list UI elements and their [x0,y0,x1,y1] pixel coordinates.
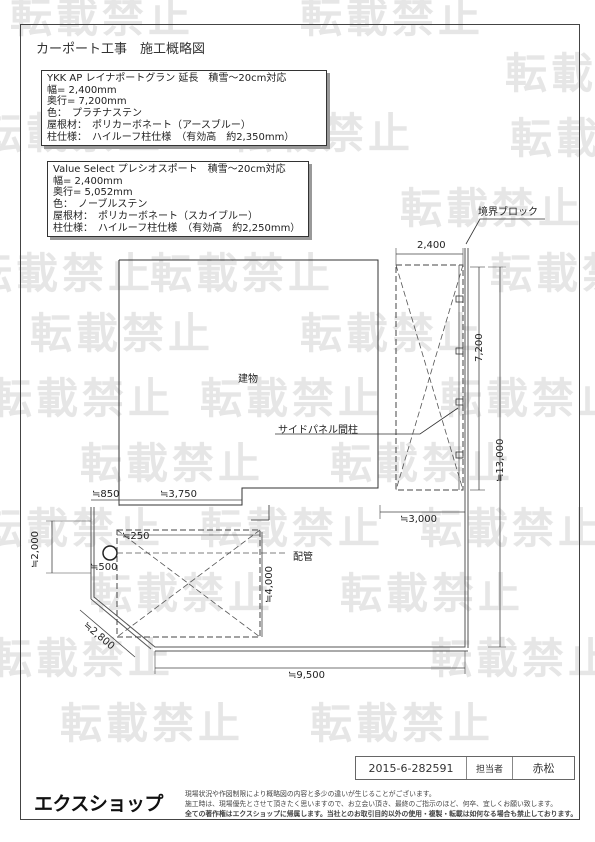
carport-2-cross [116,529,261,638]
dim-label-2400: 2,400 [417,240,446,251]
spec2-line: 屋根材： ポリカーボネート（スカイブルー） [53,210,258,222]
carport-2-cross [116,529,261,638]
watermark-text: 転載禁止 [510,114,595,163]
watermark-text: 転載禁止 [90,569,275,618]
company-logo: エクスショップ [34,793,163,815]
dim-label-13000: ≒13,000 [495,438,506,482]
watermark-text: 転載禁止 [200,504,385,553]
carport-spec-box-2: Value Select プレシオスポート 積雪～20cm対応 幅= 2,400… [47,161,309,238]
carport-2-roof [116,529,261,638]
watermark-text: 転載禁止 [340,569,525,618]
spec2-line: Value Select プレシオスポート 積雪～20cm対応 [53,164,286,175]
spec1-line: 屋根材： ポリカーボネート（アースブルー） [47,119,251,131]
watermark-text: 転載禁止 [505,49,595,98]
dim-label-3750: ≒3,750 [160,489,198,500]
dim-label-850: ≒850 [92,489,120,500]
watermark-text: 転載禁止 [0,634,175,683]
dim-label-9500: ≒9,500 [288,670,326,681]
carport-1-post [455,295,464,303]
side-panel-leader [275,407,459,435]
boundary-block-leader [465,218,545,245]
dim-line [79,609,136,658]
watermark-text: 転載禁止 [30,309,215,358]
carport-2 [116,529,261,638]
carport-1-roof [395,264,464,491]
spec1-line: 柱仕様： ハイルーフ柱仕様 （有効高 約2,350mm） [47,131,295,143]
watermark-text: 転載禁止 [330,439,515,488]
watermark-text: 転載禁止 [150,249,335,298]
building-label: 建物 [238,374,258,385]
side-panel-post-label: サイドパネル間柱 [278,425,358,436]
footer-note: 現場状況や作図制限により概略図の内容と多少の違いが生じることがございます。 [185,790,436,798]
footer-note: 施工時は、現場優先とさせて頂きたく思いますので、お立会い頂き、最終のご指示のほど… [185,800,558,808]
person-in-charge-label: 担当者 [467,757,513,779]
spec2-line: 奥行= 5,052mm [53,187,133,199]
dim-label-4000: ≒4,000 [264,565,275,603]
person-in-charge: 赤松 [532,762,555,775]
watermark-text: 転載禁止 [60,699,245,748]
carport-1-post [455,398,464,406]
document-number: 2015-6-282591 [356,757,467,779]
watermark-text: 転載禁止 [0,504,165,553]
watermark-text: 転載禁止 [0,249,155,298]
dim-label-2000: ≒2,000 [30,530,41,568]
piping-label: 配管 [293,552,313,563]
dim-label-500: ≒500 [90,562,118,573]
pipe-icon [102,545,118,561]
watermark-text: 転載禁止 [310,699,495,748]
spec2-line: 柱仕様： ハイルーフ柱仕様 （有効高 約2,250mm） [53,222,301,234]
watermark-text: 転載禁止 [400,184,585,233]
watermark-text: 転載禁止 [80,439,265,488]
watermark-text: 転載禁止 [300,309,485,358]
carport-1 [395,264,464,491]
boundary-line [93,248,466,648]
watermark-text: 転載禁止 [10,0,195,42]
watermark-text: 転載禁止 [300,0,485,42]
watermark-text: 転載禁止 [440,374,595,423]
spec2-line: 色： ノーブルステン [53,199,148,211]
boundary-block-label: 境界ブロック [478,207,538,218]
watermark-text: 転載禁止 [490,249,595,298]
carport-spec-box-1: YKK AP レイナポートグラン 延長 積雪～20cm対応 幅= 2,400mm… [41,70,327,147]
dim-label-250: ≒250 [122,531,150,542]
carport-1-post [455,347,464,355]
carport-1-post [455,451,464,459]
title-block: 2015-6-282591 担当者 赤松 [355,756,575,780]
watermark-text: 転載禁止 [430,634,595,683]
dim-label-7200: 7,200 [474,333,485,362]
drawing-title: カーポート工事 施工概略図 [36,42,206,57]
spec2-line: 幅= 2,400mm [53,175,123,187]
spec1-line: YKK AP レイナポートグラン 延長 積雪～20cm対応 [47,73,287,84]
boundary-line [90,598,152,650]
watermark-text: 転載禁止 [200,374,385,423]
spec1-line: 幅= 2,400mm [47,84,117,96]
footer-note: 全ての著作権はエクスショップに帰属します。当社とのお取引目的以外の使用・複製・転… [185,810,578,818]
carport-1-cross [395,264,464,491]
drawing-frame [20,24,580,820]
spec1-line: 奥行= 7,200mm [47,96,127,108]
watermark-text: 転載禁止 [0,374,175,423]
dim-label-3000: ≒3,000 [400,514,438,525]
spec1-line: 色： プラチナステン [47,108,142,120]
